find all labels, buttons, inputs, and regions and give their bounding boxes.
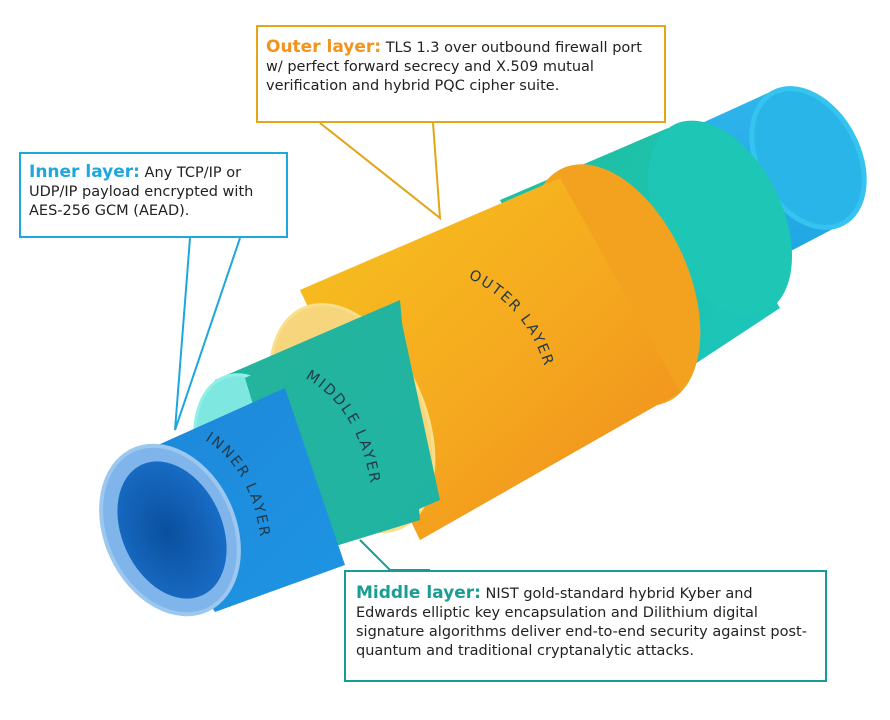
inner-callout-pointer [174,237,241,431]
middle-layer-callout: Middle layer: NIST gold-standard hybrid … [344,570,827,682]
outer-layer-callout-text: TLS 1.3 over outbound firewall port w/ p… [266,40,642,94]
inner-layer-callout-label: Inner layer: [29,162,140,182]
outer-layer-callout-label: Outer layer: [266,37,382,57]
inner-tube-body [120,388,345,612]
middle-layer-callout-text: NIST gold-standard hybrid Kyber and Edwa… [356,586,807,659]
inner-layer-callout-text: Any TCP/IP or UDP/IP payload encrypted w… [29,165,254,219]
middle-callout-pointer [359,539,430,571]
inner-layer-callout: Inner layer: Any TCP/IP or UDP/IP payloa… [19,152,288,238]
middle-layer-callout-label: Middle layer: [356,583,481,603]
inner-tube-opening [117,461,227,599]
outer-callout-pointer [319,122,442,221]
outer-layer-callout: Outer layer: TLS 1.3 over outbound firew… [256,25,666,123]
